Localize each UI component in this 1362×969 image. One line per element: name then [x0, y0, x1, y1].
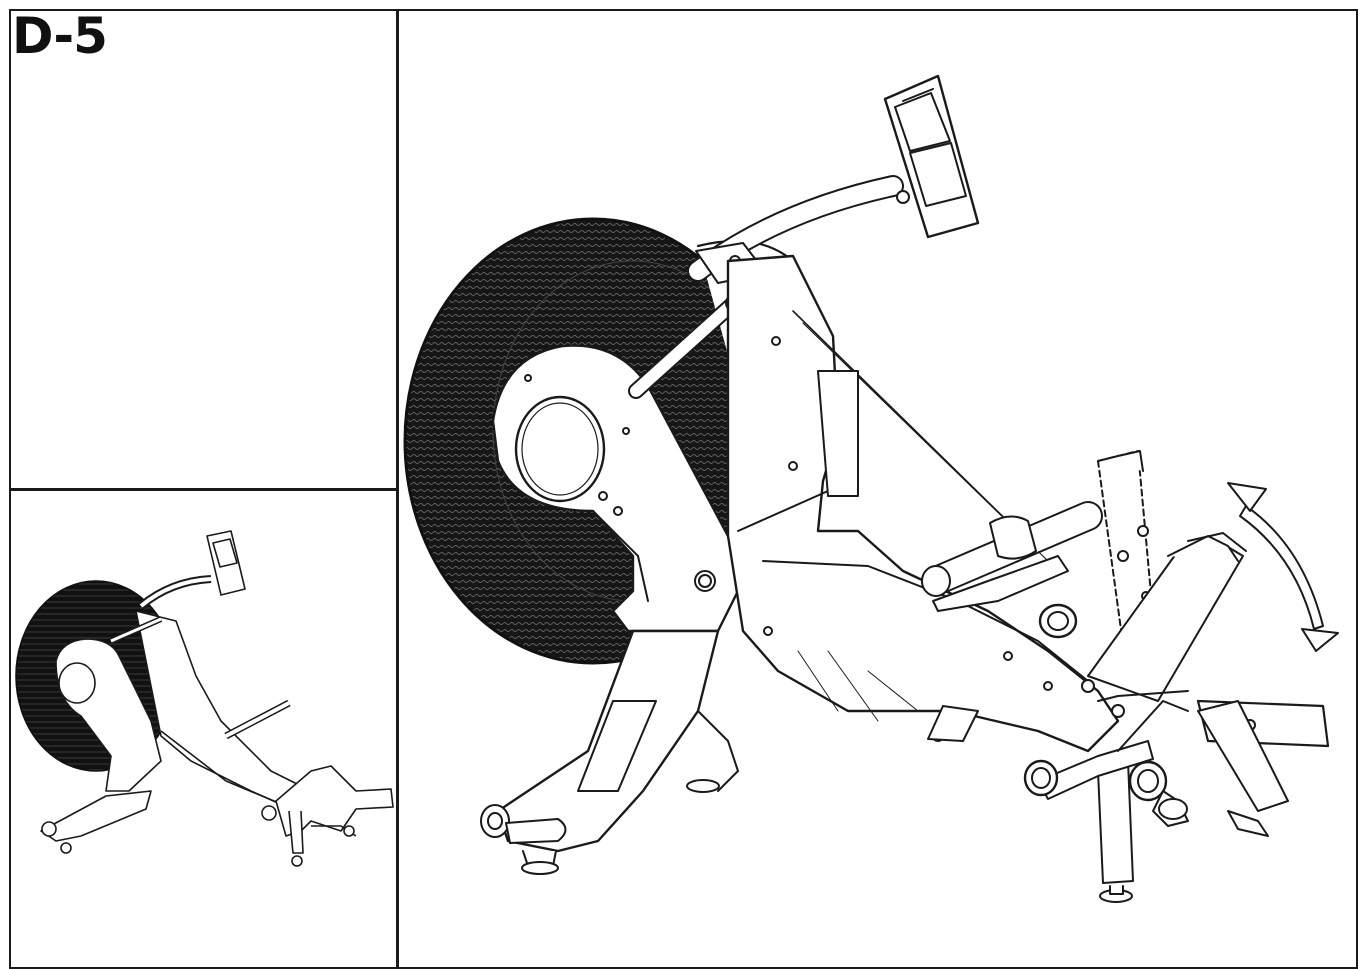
step-label: D-5: [12, 7, 108, 65]
rowing-machine-folding-icon: [403, 74, 1339, 903]
rowing-machine-assembled-icon: [15, 530, 394, 867]
label-panel-frame: [9, 9, 399, 491]
fold-rotation-arrow-icon: [1227, 482, 1339, 652]
